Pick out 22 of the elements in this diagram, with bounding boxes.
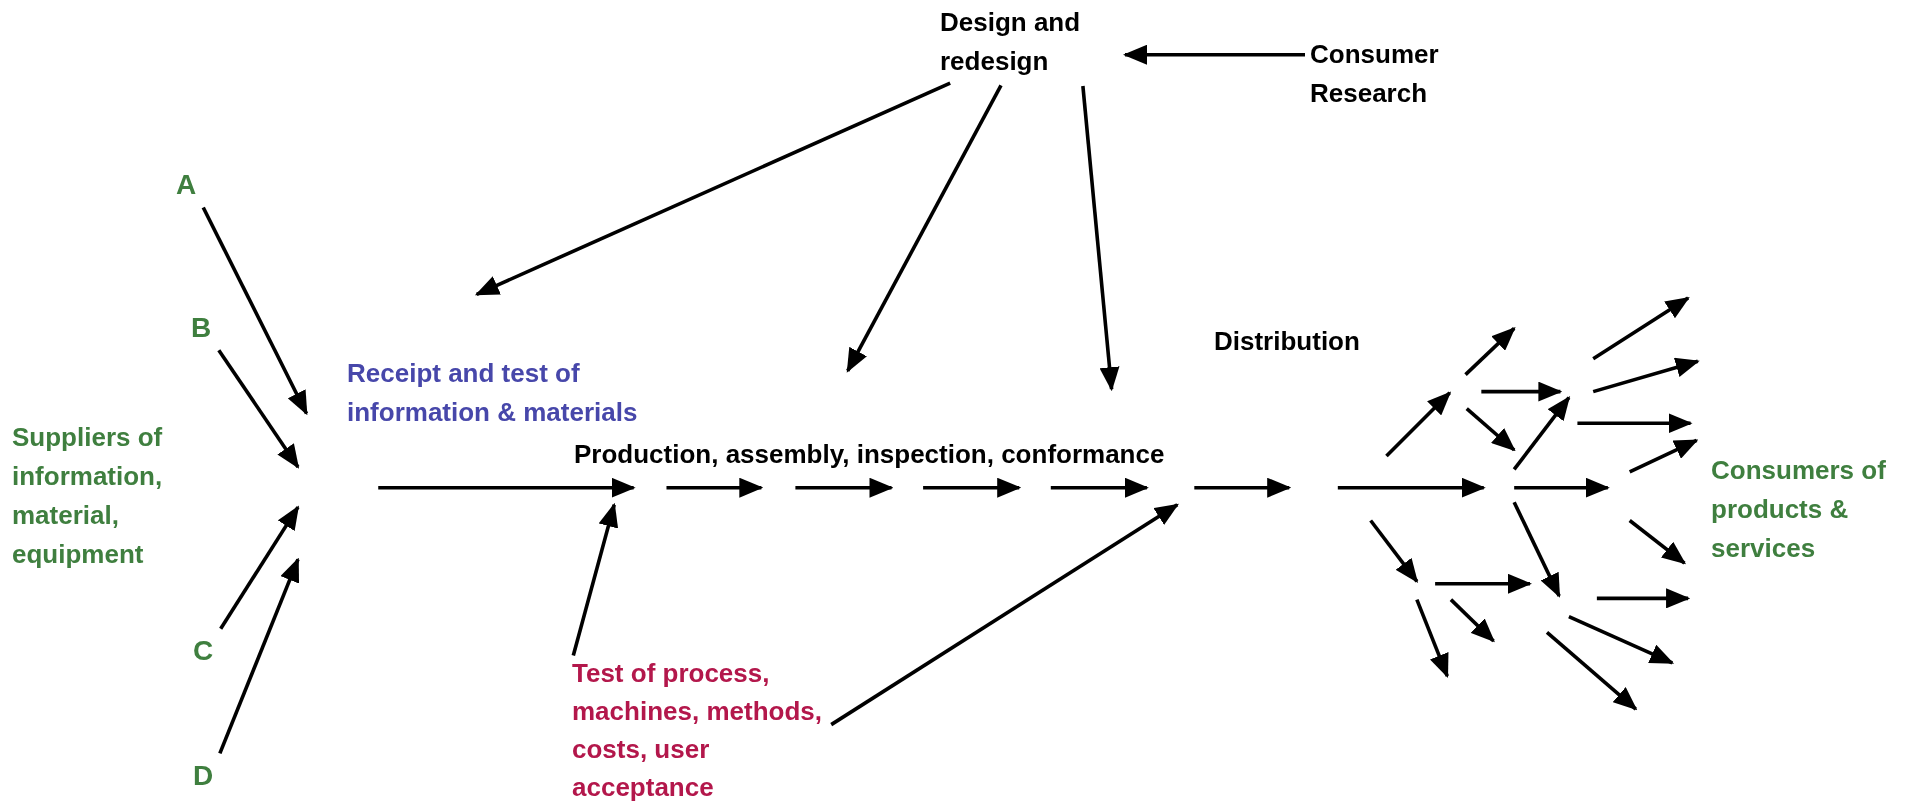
arrow	[201, 206, 309, 416]
supplier-letter: C	[188, 633, 218, 669]
arrow	[1123, 44, 1305, 65]
stage-label: Consumer Research	[1310, 35, 1500, 113]
supplier-letter: A	[171, 167, 201, 203]
stage-label: Design and redesign	[940, 3, 1120, 81]
arrow	[218, 557, 300, 755]
arrow	[830, 503, 1179, 727]
arrow	[846, 84, 1003, 373]
stage-label: Receipt and test of information & materials	[347, 357, 639, 429]
arrow	[474, 81, 951, 296]
arrow	[1081, 85, 1120, 392]
arrow	[571, 502, 619, 657]
stage-label: Test of process, machines, methods, costs, user acceptance	[572, 654, 827, 806]
stage-label: Distribution	[1214, 325, 1361, 358]
stage-label: Suppliers of information, material, equipment	[12, 421, 164, 571]
supplier-letter: B	[186, 310, 216, 346]
stage-label: Consumers of products & services	[1711, 454, 1887, 565]
stage-label: Production, assembly, inspection, conformance	[574, 438, 1166, 471]
arrow	[219, 505, 300, 630]
arrow	[217, 349, 300, 469]
supplier-letter: D	[188, 758, 218, 794]
